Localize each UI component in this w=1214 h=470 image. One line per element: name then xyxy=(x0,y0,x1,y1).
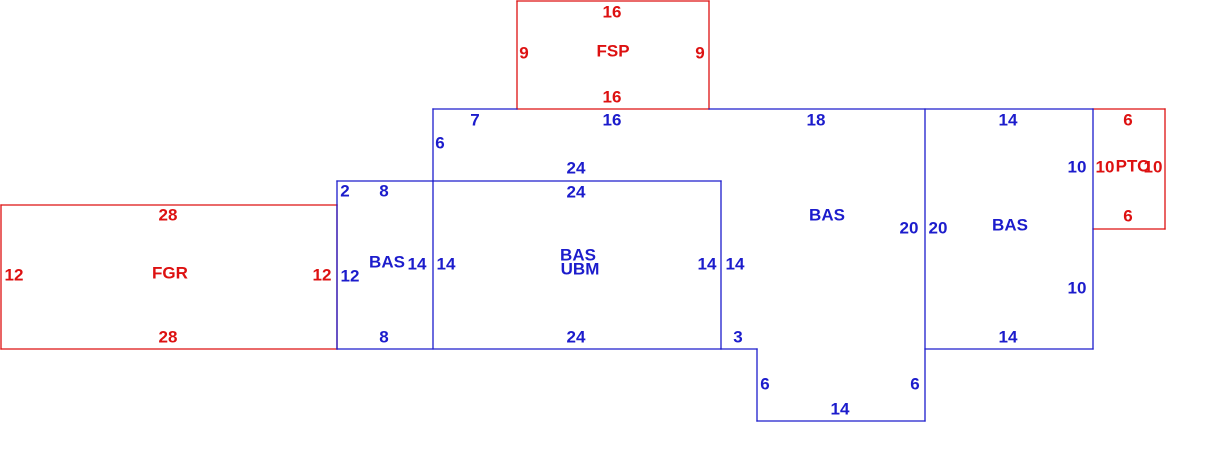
dimension-label-fgr-top: 28 xyxy=(159,206,178,225)
dimension-label-center-bottom: 24 xyxy=(567,328,586,347)
dimension-label-center-right: 14 xyxy=(698,255,717,274)
dimension-label-pto-right: 10 xyxy=(1144,158,1163,177)
area-label-bas-main: BAS xyxy=(809,206,845,225)
dimension-label-pto-top: 6 xyxy=(1123,111,1132,130)
area-label-bas-left: BAS xyxy=(369,253,405,272)
area-label-pto: PTO xyxy=(1116,157,1151,176)
dimension-label-upper-left: 6 xyxy=(435,134,444,153)
dimension-label-fgr-bottom: 28 xyxy=(159,328,178,347)
area-label-bas-right: BAS xyxy=(992,216,1028,235)
dimension-label-main-side: 20 xyxy=(900,219,919,238)
dimension-label-right-upper: 10 xyxy=(1068,158,1087,177)
dimension-label-fsp-right: 9 xyxy=(695,44,704,63)
dimension-label-left-top-b: 8 xyxy=(379,182,388,201)
dimension-label-step: 3 xyxy=(733,328,742,347)
dimension-label-bump-left: 6 xyxy=(760,375,769,394)
area-label-bas-center: BAS xyxy=(560,246,596,265)
dimension-label-top-a: 7 xyxy=(470,111,479,130)
dimension-label-right-lower: 10 xyxy=(1068,279,1087,298)
dimension-label-right-top: 14 xyxy=(999,111,1018,130)
dimension-label-main-right-outer: 14 xyxy=(726,255,745,274)
dimension-label-fgr-left: 12 xyxy=(5,266,24,285)
dimension-label-pto-left: 10 xyxy=(1096,158,1115,177)
area-label-fgr: FGR xyxy=(152,264,188,283)
dimension-label-left-side: 12 xyxy=(341,267,360,286)
area-label-fsp: FSP xyxy=(596,42,629,61)
area-label-ubm: UBM xyxy=(561,260,600,279)
dimension-label-left-inner: 14 xyxy=(408,255,427,274)
dimension-label-upper-inner: 24 xyxy=(567,159,586,178)
dimension-label-center-left: 14 xyxy=(437,255,456,274)
dimension-label-fsp-left: 9 xyxy=(519,44,528,63)
dimension-label-left-bottom: 8 xyxy=(379,328,388,347)
dimension-label-top-c: 18 xyxy=(807,111,826,130)
dimension-label-pto-bottom: 6 xyxy=(1123,207,1132,226)
dimension-label-bump-right: 6 xyxy=(910,375,919,394)
dimension-label-fsp-top: 16 xyxy=(603,3,622,22)
dimension-label-right-side-left: 20 xyxy=(929,219,948,238)
dimension-label-right-bottom: 14 xyxy=(999,328,1018,347)
dimension-label-top-b: 16 xyxy=(603,111,622,130)
dimension-label-center-top: 24 xyxy=(567,183,586,202)
dimension-label-fgr-right: 12 xyxy=(313,266,332,285)
dimension-label-fsp-bottom: 16 xyxy=(603,88,622,107)
dimension-label-bump-bottom: 14 xyxy=(831,400,850,419)
dimension-label-left-top-a: 2 xyxy=(340,182,349,201)
